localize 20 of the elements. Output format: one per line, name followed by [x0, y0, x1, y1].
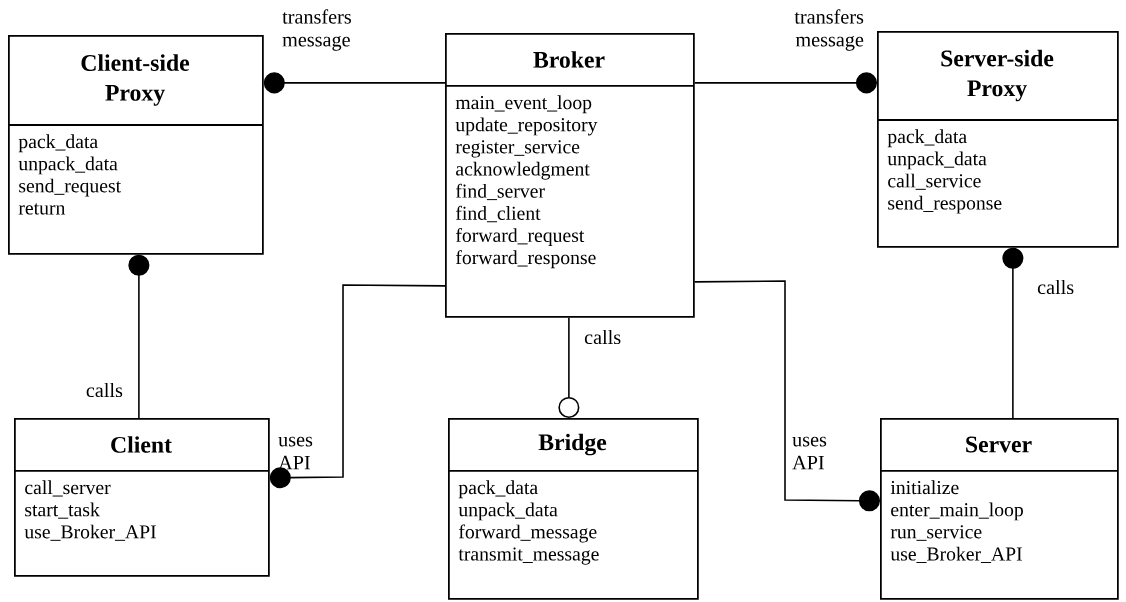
connector	[693, 72, 877, 94]
edge-label: uses API	[278, 436, 313, 470]
edge-label: calls	[86, 382, 123, 398]
connector	[269, 284, 446, 489]
class-box: Server-side Proxy pack_data unpack_data call_service send_response	[876, 31, 1119, 248]
connector	[693, 280, 880, 512]
class-box: Server initialize enter_main_loop run_service use_Broker_API	[879, 418, 1119, 600]
connector	[263, 72, 446, 94]
class-box: Client call_server start_task use_Broker_API	[13, 418, 270, 577]
class-box: Client-side Proxy pack_data unpack_data send_request return	[7, 35, 264, 255]
connector	[558, 316, 580, 418]
edge-label: transfers message	[282, 9, 351, 51]
connector	[1002, 247, 1024, 419]
class-box: Broker main_event_loop update_repository register_service acknowledgment find_server find_client forward_request forward_response	[444, 33, 695, 318]
edge-label: transfers message	[794, 9, 864, 51]
connector	[128, 254, 150, 419]
edge-label: calls	[1037, 279, 1074, 295]
edge-label: calls	[584, 329, 621, 345]
class-box: Bridge pack_data unpack_data forward_message transmit_message	[447, 418, 699, 600]
edge-label: uses API	[792, 436, 827, 470]
